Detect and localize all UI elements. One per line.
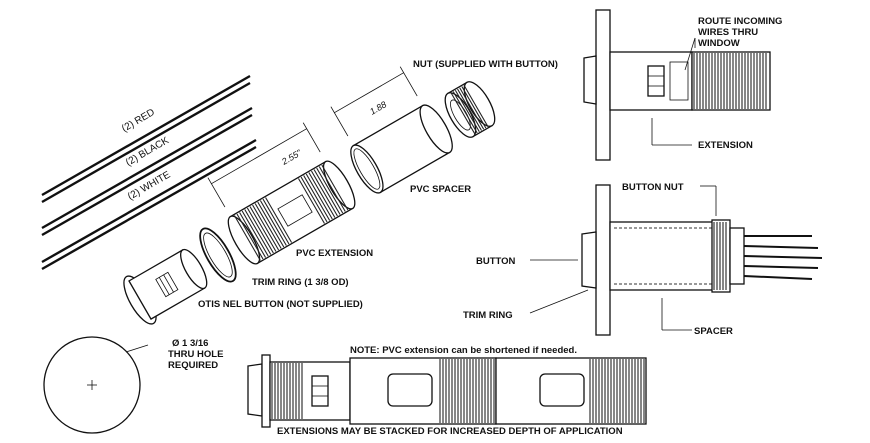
- thread-line: [239, 212, 267, 258]
- knurl-line: [461, 86, 487, 129]
- extension-label: EXTENSION: [698, 140, 753, 151]
- button-label: BUTTON: [476, 256, 516, 267]
- pvc-extension-label: PVC EXTENSION: [296, 248, 373, 259]
- thread-line: [300, 176, 328, 223]
- thread-line: [313, 169, 341, 215]
- knurl-line: [457, 88, 482, 131]
- otis-button-label: OTIS NEL BUTTON (NOT SUPPLIED): [198, 299, 363, 310]
- trim-ring-part: [199, 227, 237, 283]
- knurl-line: [454, 89, 480, 133]
- thread-line: [236, 213, 264, 260]
- thread-line: [241, 210, 269, 257]
- knurl-line: [450, 92, 476, 135]
- extension-threads: [233, 84, 489, 261]
- knurl-line: [452, 91, 478, 134]
- thread-line: [244, 209, 272, 255]
- stacked-extensions-view: [247, 354, 647, 428]
- dimension-extension: 2.55": [279, 147, 303, 167]
- knurl-line: [463, 84, 489, 128]
- route-wires-label-3: WINDOW: [698, 38, 740, 49]
- hole-diameter-label: Ø 1 3/16: [172, 338, 208, 349]
- spacer-label: SPACER: [694, 326, 733, 337]
- stacked-text: EXTENSIONS MAY BE STACKED FOR INCREASED …: [277, 426, 623, 437]
- pvc-spacer-label: PVC SPACER: [410, 184, 471, 195]
- thread-line: [297, 178, 325, 224]
- thread-line: [259, 200, 287, 246]
- nut-label: NUT (SUPPLIED WITH BUTTON): [413, 59, 558, 70]
- thread-line: [254, 203, 282, 249]
- section-view-extension: [583, 9, 771, 161]
- thread-line: [262, 198, 290, 245]
- thread-line: [318, 166, 346, 212]
- thread-line: [257, 201, 285, 248]
- otis-button-part: [123, 248, 208, 325]
- knurl-line: [459, 87, 485, 130]
- dimension-lines: [207, 66, 418, 208]
- trim-ring-od-label: TRIM RING (1 3/8 OD): [252, 277, 349, 288]
- thread-line: [265, 197, 293, 243]
- thread-line: [310, 170, 338, 217]
- trim-ring-label: TRIM RING: [463, 310, 513, 321]
- button-nut-label: BUTTON NUT: [622, 182, 684, 193]
- pvc-spacer-part: [350, 104, 453, 194]
- wire-bundle: [41, 74, 257, 271]
- route-wires-label-1: ROUTE INCOMING: [698, 16, 782, 27]
- hole-thru-label: THRU HOLE: [168, 349, 223, 360]
- wire-red-label: (2) RED: [120, 107, 157, 135]
- thread-line: [252, 204, 280, 251]
- thread-line: [305, 173, 333, 220]
- thread-line: [233, 215, 261, 261]
- hole-required-label: REQUIRED: [168, 360, 218, 371]
- thread-line: [303, 175, 331, 221]
- thread-line: [249, 206, 277, 252]
- thread-line: [308, 172, 336, 218]
- route-wires-label-2: WIRES THRU: [698, 27, 758, 38]
- thru-hole: [43, 336, 149, 434]
- thread-line: [246, 207, 274, 254]
- thread-line: [321, 164, 349, 211]
- note-text: NOTE: PVC extension can be shortened if …: [350, 345, 577, 356]
- section-view-spacer: [529, 184, 823, 336]
- thread-line: [316, 167, 344, 214]
- dimension-spacer: 1.88: [368, 99, 388, 116]
